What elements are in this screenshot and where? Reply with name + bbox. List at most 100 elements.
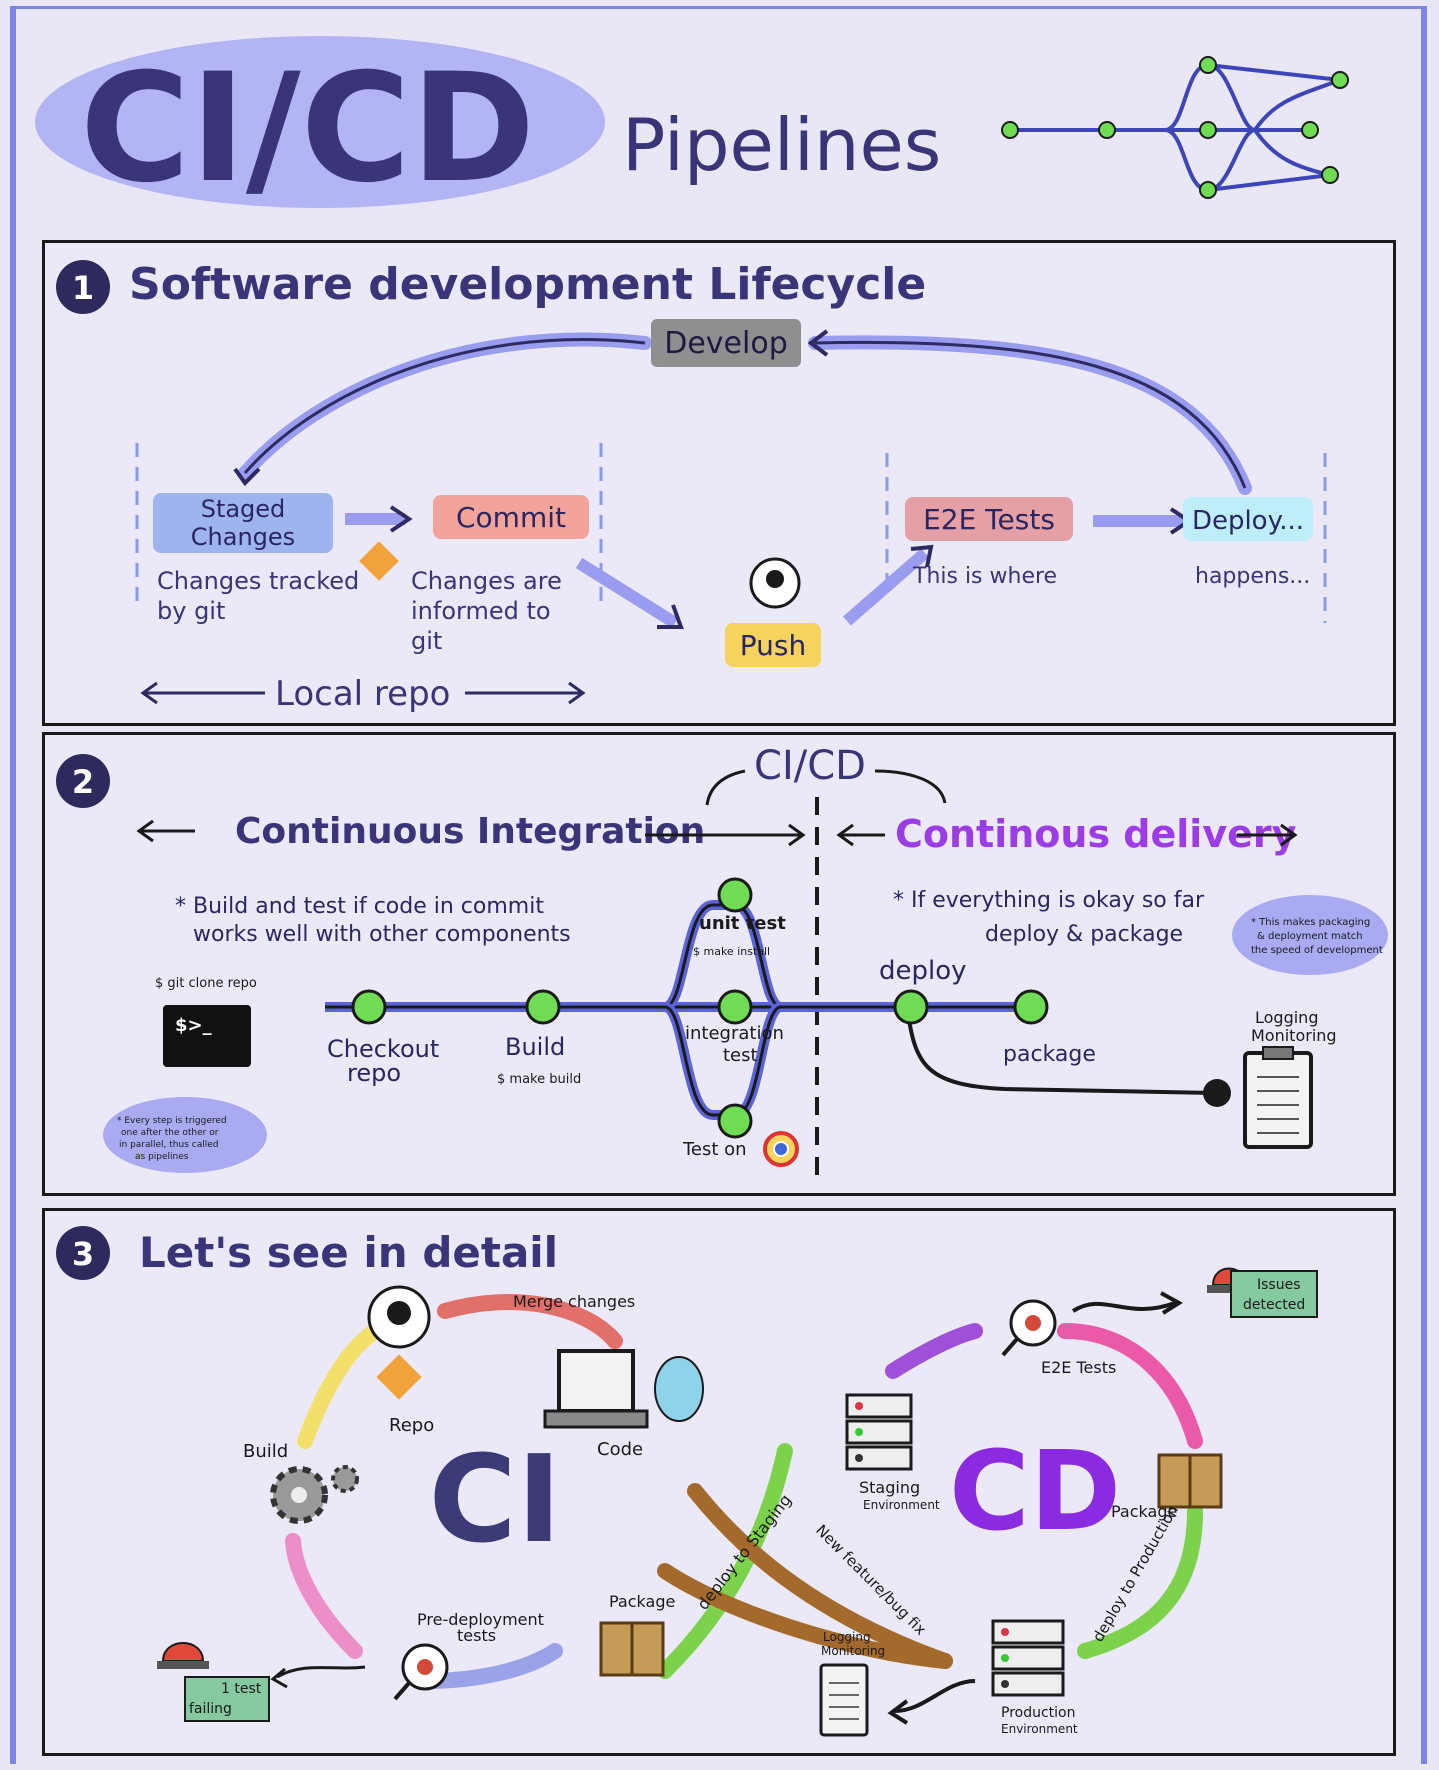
e2e-tests-label: E2E Tests	[923, 503, 1055, 536]
push-box	[725, 623, 821, 667]
arrow-head	[233, 467, 261, 487]
pipeline-note-2: one after the other or	[121, 1128, 219, 1138]
commit-label: Commit	[456, 501, 566, 534]
section-number: 3	[72, 1235, 94, 1273]
checkout-label-2: repo	[347, 1059, 401, 1087]
staging-label-2: Environment	[863, 1498, 940, 1512]
package-cd-label: Package	[1111, 1502, 1177, 1521]
note-tracked-1: Changes tracked	[157, 567, 359, 595]
integration-test-label-1: integration	[685, 1023, 784, 1044]
build-step-label: Build	[505, 1033, 565, 1061]
note-happens: happens...	[1195, 564, 1310, 589]
pipeline-note-4: as pipelines	[135, 1152, 189, 1162]
cicd-label: CI/CD	[754, 743, 866, 789]
laptop-icon	[557, 1349, 635, 1413]
staged-label-1: Staged	[201, 495, 286, 523]
package-ci-label: Package	[609, 1592, 675, 1611]
test-failing-label-1: 1 test	[221, 1681, 262, 1697]
checkout-label-1: Checkout	[327, 1035, 439, 1063]
commit-box	[433, 495, 589, 539]
code-label: Code	[597, 1439, 643, 1460]
production-label-1: Production	[1001, 1705, 1075, 1721]
pipeline-note-1: * Every step is triggered	[117, 1116, 227, 1126]
ci-label: Continuous Integration	[235, 811, 705, 852]
cd-side-note-3: the speed of development	[1251, 945, 1383, 956]
issues-card	[1230, 1270, 1318, 1318]
section-number-badge	[56, 1226, 110, 1280]
push-label: Push	[740, 629, 806, 662]
deploy-step-label: deploy	[879, 956, 967, 986]
page-frame	[10, 6, 1427, 1764]
note-informed-2: informed to	[411, 597, 551, 625]
page-title: CI/CD	[80, 42, 535, 216]
section-ci-cd: 2 CI/CD Continuous Integration Continous…	[42, 732, 1396, 1196]
section-number: 1	[72, 269, 94, 307]
pipeline-branch-icon	[1010, 62, 1341, 193]
develop-box	[651, 319, 801, 367]
section-number-badge	[56, 754, 110, 808]
section-detail: 3 Let's see in detail CI CD Merge change…	[42, 1208, 1396, 1756]
integration-test-label-2: test	[723, 1045, 758, 1066]
git-clone-cmd: $ git clone repo	[155, 976, 257, 991]
pipeline-note-3: in parallel, thus called	[119, 1140, 218, 1150]
small-gear-icon	[331, 1465, 359, 1493]
ci-cd-diagram: 2 CI/CD Continuous Integration Continous…	[56, 743, 1388, 1175]
pipeline-note-bubble	[103, 1097, 267, 1173]
staging-label-1: Staging	[859, 1478, 920, 1497]
logging-label-1: Logging	[1255, 1008, 1318, 1027]
detail-diagram: 3 Let's see in detail CI CD Merge change…	[56, 1226, 1318, 1737]
staged-changes-box	[153, 493, 333, 553]
cd-logging-label-2: Monitoring	[821, 1644, 885, 1658]
section-number: 2	[72, 763, 94, 801]
cd-side-note-2: & deployment match	[1257, 931, 1363, 942]
cd-loop	[885, 1323, 1203, 1659]
cd-big-label: CD	[949, 1427, 1121, 1555]
note-this-is-where: This is where	[912, 564, 1057, 589]
local-repo-label: Local repo	[275, 674, 450, 714]
staged-label-2: Changes	[191, 523, 295, 551]
production-server-icon	[991, 1619, 1065, 1697]
test-failing-card	[184, 1676, 270, 1722]
deploy-box	[1183, 497, 1313, 541]
test-on-label: Test on	[682, 1139, 747, 1160]
logging-label-2: Monitoring	[1251, 1026, 1337, 1045]
page-subtitle: Pipelines	[622, 103, 941, 187]
section-title: Let's see in detail	[139, 1228, 558, 1277]
issues-label-2: detected	[1243, 1297, 1305, 1313]
ci-loop	[285, 1294, 953, 1689]
section-lifecycle: 1 Software development Lifecycle Develop…	[42, 240, 1396, 726]
ci-big-label: CI	[429, 1431, 562, 1570]
deploy-label: Deploy...	[1192, 506, 1304, 536]
alarm-icon	[161, 1642, 205, 1662]
develop-label: Develop	[664, 326, 788, 361]
cd-logging-label-1: Logging	[823, 1630, 871, 1644]
e2e-label: E2E Tests	[1041, 1358, 1116, 1377]
merge-changes-label: Merge changes	[513, 1292, 635, 1311]
unit-test-label: unit test	[699, 913, 786, 934]
git-icon	[359, 541, 399, 581]
test-failing-label-2: failing	[189, 1701, 232, 1717]
e2e-tests-box	[905, 497, 1073, 541]
build-label: Build	[243, 1441, 288, 1462]
section-number-badge	[56, 260, 110, 314]
pipeline-nodes	[1001, 56, 1349, 199]
production-label-2: Environment	[1001, 1722, 1078, 1736]
cd-note-2: deploy & package	[985, 922, 1183, 947]
repo-label: Repo	[389, 1415, 434, 1436]
section-title: Software development Lifecycle	[129, 259, 926, 310]
issues-label-1: Issues	[1257, 1277, 1301, 1293]
cd-note-1: * If everything is okay so far	[893, 888, 1205, 913]
cd-label: Continous delivery	[895, 812, 1297, 856]
note-tracked-2: by git	[157, 597, 225, 625]
note-informed-1: Changes are	[411, 567, 562, 595]
gopher-icon	[654, 1356, 704, 1422]
ci-note-2: works well with other components	[193, 922, 571, 947]
lifecycle-diagram: 1 Software development Lifecycle Develop…	[56, 259, 1327, 714]
cd-side-note-1: * This makes packaging	[1251, 917, 1370, 928]
cd-side-note-bubble	[1232, 895, 1388, 975]
title-highlight	[35, 36, 605, 208]
git-repo-icon	[376, 1354, 422, 1400]
header: CI/CD Pipelines	[35, 36, 1349, 216]
cd-clipboard-icon	[819, 1663, 869, 1737]
step-checks	[351, 877, 1049, 1139]
